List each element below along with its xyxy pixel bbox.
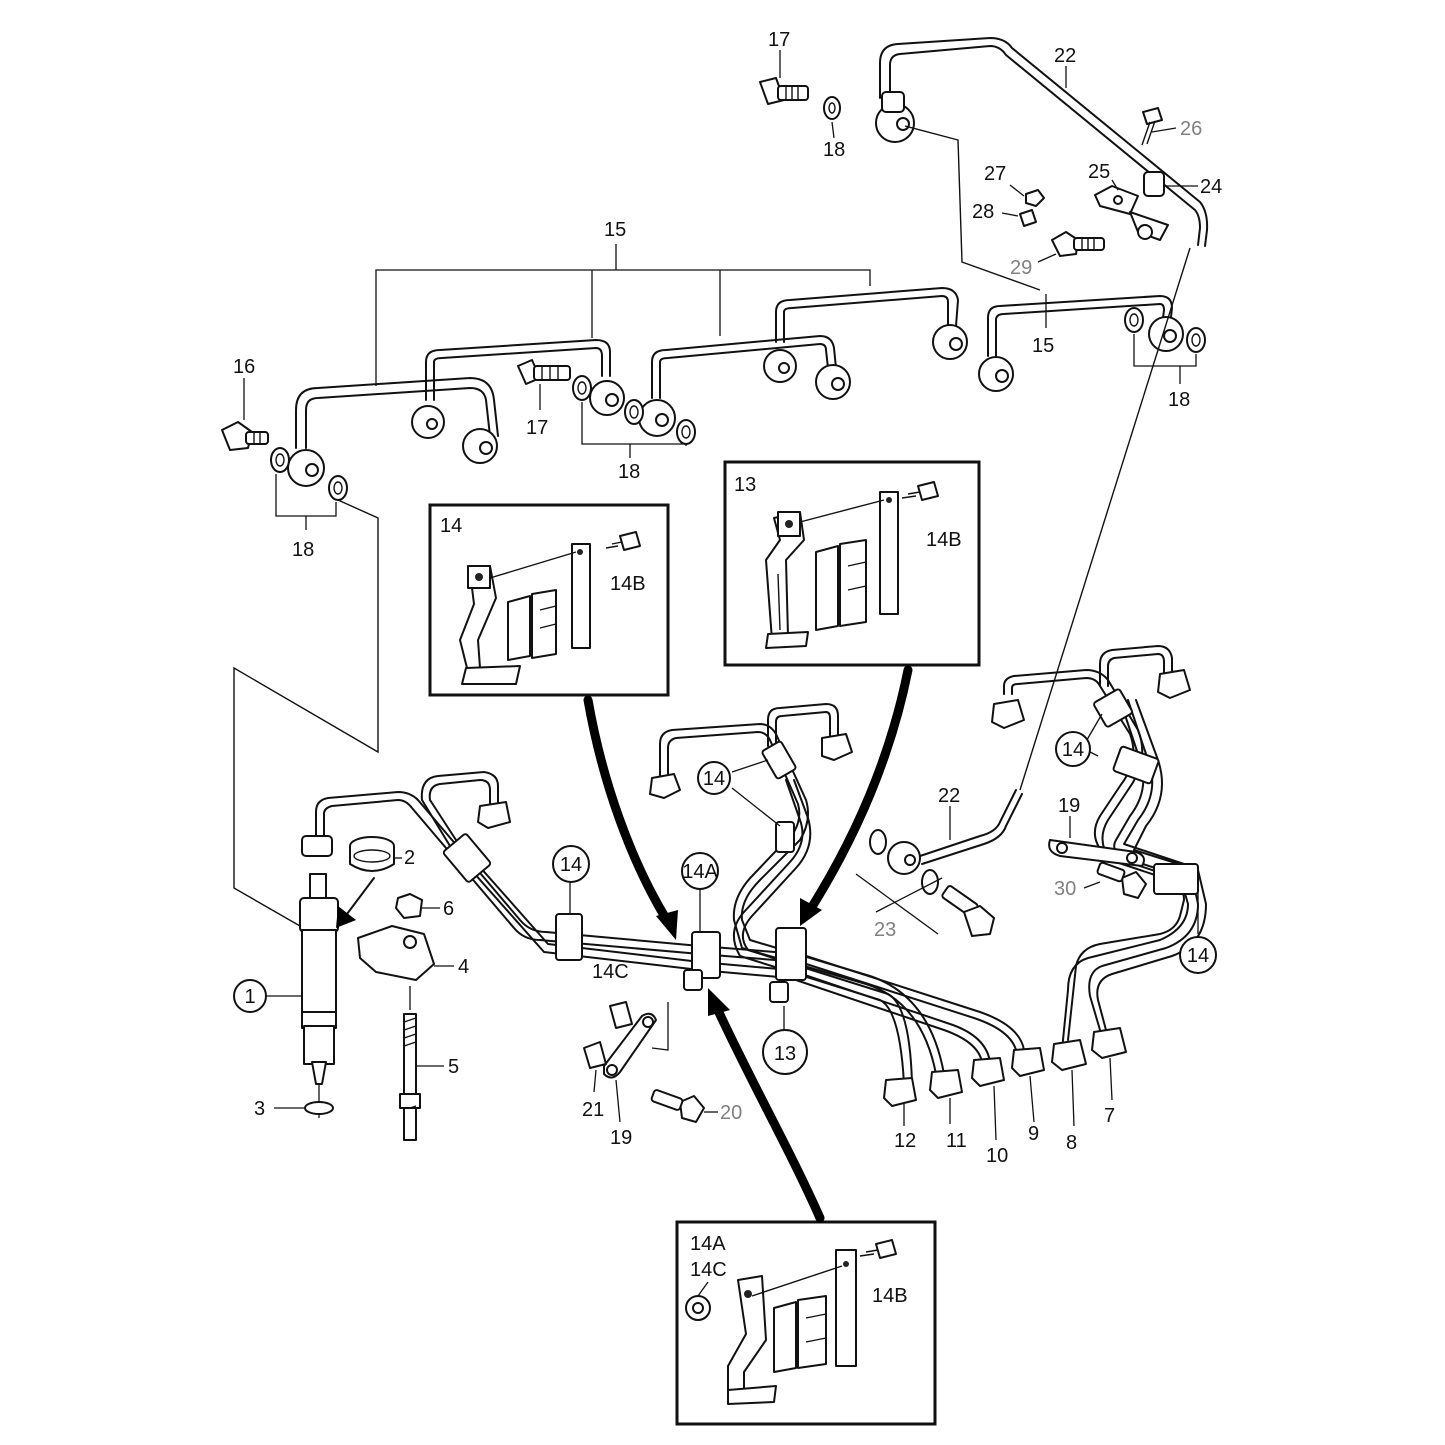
detail-arrows	[583, 665, 913, 1223]
label-18-right: 18	[1168, 389, 1190, 411]
label-13-callout: 13	[774, 1043, 796, 1065]
label-3: 3	[254, 1098, 265, 1120]
label-28: 28	[972, 201, 994, 223]
top-right-pipe-assembly	[759, 37, 1209, 291]
bleed-bolt-16	[221, 421, 269, 451]
label-17-top: 17	[768, 29, 790, 51]
label-27: 27	[984, 163, 1006, 185]
bolt-30	[1096, 861, 1147, 899]
label-2: 2	[404, 847, 415, 869]
label-1: 1	[244, 986, 255, 1008]
label-23: 23	[874, 919, 896, 941]
hollow-bolt-17-mid	[517, 359, 571, 385]
label-20: 20	[720, 1102, 742, 1124]
label-14B-b: 14B	[926, 529, 962, 551]
label-7: 7	[1104, 1105, 1115, 1127]
label-11: 11	[946, 1130, 967, 1152]
label-16: 16	[233, 356, 255, 378]
label-29: 29	[1010, 257, 1032, 279]
bracket-19-right	[1048, 839, 1145, 867]
label-22-mid: 22	[938, 785, 960, 807]
label-14-box: 14	[440, 515, 462, 537]
label-14C-box: 14C	[690, 1259, 727, 1281]
bolt-29	[1051, 231, 1105, 257]
injection-pipe-bundle	[274, 703, 1045, 1141]
hollow-bolt-17-top	[759, 77, 809, 105]
injector-1	[299, 835, 339, 1118]
seal-2	[349, 836, 395, 872]
part-number-labels: 1 2 3 4 5 6 7 8 9 10 11 12 13 13 14 14 1…	[233, 29, 1222, 1307]
label-14B-a: 14B	[610, 573, 646, 595]
label-22-top: 22	[1054, 45, 1076, 67]
label-8: 8	[1066, 1132, 1077, 1154]
label-14-a: 14	[560, 854, 582, 876]
label-15-top: 15	[604, 219, 626, 241]
label-19-main: 19	[610, 1127, 632, 1149]
label-17-mid: 17	[526, 417, 548, 439]
stud-5	[399, 1013, 421, 1141]
right-pipe-bundle	[855, 645, 1207, 1127]
label-26: 26	[1180, 118, 1202, 140]
detail-box-14A	[675, 1220, 937, 1426]
bracket-19-lower	[603, 1012, 657, 1079]
label-13-box: 13	[734, 474, 756, 496]
label-18-mid: 18	[618, 461, 640, 483]
label-14A-callout: 14A	[682, 861, 718, 883]
screw-26	[1141, 107, 1163, 146]
label-21: 21	[582, 1099, 604, 1121]
label-5: 5	[448, 1056, 459, 1078]
label-14-c: 14	[1062, 739, 1084, 761]
label-14-b: 14	[703, 768, 725, 790]
circled-callouts	[233, 731, 1217, 1075]
label-14C-main: 14C	[592, 961, 629, 983]
label-19-right: 19	[1058, 795, 1080, 817]
label-18-left: 18	[292, 539, 314, 561]
bolt-20	[650, 1089, 705, 1123]
union-nuts	[477, 733, 1045, 1107]
hollow-bolt-23	[941, 885, 995, 937]
label-24: 24	[1200, 176, 1222, 198]
label-14A-box: 14A	[690, 1233, 726, 1255]
pipe-set-15	[221, 244, 1206, 927]
label-10: 10	[986, 1145, 1008, 1167]
label-9: 9	[1028, 1123, 1039, 1145]
label-4: 4	[458, 956, 469, 978]
label-18-top: 18	[823, 139, 845, 161]
detail-box-14	[428, 503, 670, 697]
label-14B-c: 14B	[872, 1285, 908, 1307]
copper-washers-18	[270, 307, 1206, 501]
label-12: 12	[894, 1130, 916, 1152]
label-6: 6	[443, 898, 454, 920]
banjo-fittings	[287, 316, 1184, 487]
detail-box-13	[723, 460, 981, 667]
label-25: 25	[1088, 161, 1110, 183]
label-15-right: 15	[1032, 335, 1054, 357]
label-14-d: 14	[1187, 945, 1209, 967]
label-30: 30	[1054, 878, 1076, 900]
